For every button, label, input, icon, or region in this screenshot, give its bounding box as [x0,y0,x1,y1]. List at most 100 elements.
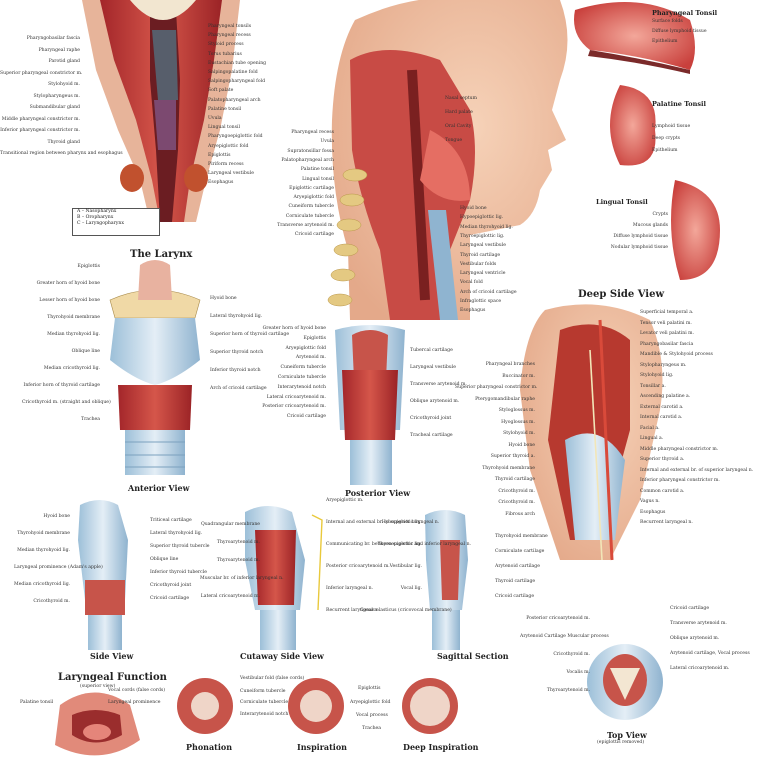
function-labels-label: Vestibular fold (false cords) [240,676,305,681]
side-labels-label: Laryngeal prominence (Adam's apple) [14,565,103,570]
cutaway-right-label: Internal and external br. of superior la… [326,520,440,525]
deep-left-label: Hyoid bone [508,442,535,448]
head-labels-right-label: Vocal fold [460,280,483,286]
tonsil-item: Epithelium [652,148,678,153]
anterior-right-label: Superior horn of thyroid cartilage [210,332,290,337]
deep-left-label: Cricothyroid m. [498,500,535,505]
posterior-left-label: Corniculate tubercle [277,375,326,380]
side-labels-label: Median cricothyroid lig. [14,582,71,587]
anterior-left-label: Greater horn of hyoid bone [36,281,100,286]
deep-left-label: Stylohyoid m. [503,431,535,436]
posterior-pharynx-right-label: Palatopharyngeal arch [208,97,261,103]
anterior-left-label: Median cricothyroid lig. [43,366,100,371]
caption-top-view-sub: (epiglottis removed) [597,740,645,745]
anterior-right-label: Arch of cricoid cartilage [210,386,267,391]
side-labels-label: Cricothyroid m. [33,599,70,604]
function-labels-label: Palatine tonsil [20,700,54,705]
deep-left-label: Superior pharyngeal constrictor m. [455,385,538,390]
deep-right-label: Superior thyroid a. [640,457,685,462]
posterior-left-label: Arytenoid m. [295,355,326,361]
posterior-pharynx-right-label: Pharyngeal recess [208,33,251,39]
anterior-left-label: Median thyrohyoid lig. [47,332,100,337]
caption-anterior-view: Anterior View [128,483,190,493]
deep-right-label: Lingual a. [640,436,664,441]
side-labels-label: Median thyrohyoid lig. [17,548,70,553]
posterior-pharynx-right-label: Aryepiglottic fold [208,143,249,149]
cutaway-right-label: Inferior laryngeal n. [326,586,373,591]
top-right-label: Transverse arytenoid m. [670,621,727,626]
deep-right-label: Stylohyoid lig. [640,373,674,378]
side-labels-right-label: Inferior thyroid tubercle [150,570,207,575]
tonsil-item: Crypts [652,212,668,217]
caption-top-view: Top View [607,730,647,740]
tonsil-item: Diffuse lymphoid tissue [613,234,668,239]
deep-left-label: Pharyngeal branches [485,362,535,367]
head-labels-right-label: Arch of cricoid cartilage [460,289,517,295]
head-labels-left-label: Pharyngeal recess [291,130,334,135]
head-labels-right-label: Esophagus [460,308,486,314]
posterior-pharynx-right-label: Laryngeal vestibule [208,171,254,177]
posterior-pharynx-left-label: Stylohyoid m. [48,82,80,87]
section-title-larynx: The Larynx [130,249,193,260]
anterior-left-label: Cricothyroid m. (straight and oblique) [22,400,111,405]
posterior-left-label: Greater horn of hyoid bone [262,326,326,331]
posterior-left-label: Lateral cricoarytenoid m. [266,394,326,400]
cutaway-left-label: Lateral cricoarytenoid m. [200,594,260,599]
anterior-larynx-illustration [109,260,201,475]
posterior-pharynx-left-label: Pharyngobasilar fascia [26,36,80,41]
top-left-label: Arytenoid Cartilage Muscular process [520,634,609,639]
deep-left-label: Thyrohyoid membrane [482,465,535,471]
sagittal-left-label: Hyoepiglottic lig. [381,520,422,525]
cutaway-right-label: Recurrent laryngeal n. [326,608,379,613]
posterior-pharynx-right-label: Epiglottis [208,152,231,158]
head-labels-right-label: Laryngeal vestibule [460,243,506,249]
section-title-laryngeal-function: Laryngeal Function [58,672,167,683]
posterior-right-label: Cricothyroid joint [410,416,452,421]
caption-deep-inspiration: Deep Inspiration [403,742,479,752]
caption-cutaway-view: Cutaway Side View [240,651,324,661]
posterior-pharynx-right-label: Lingual tonsil [208,125,240,131]
anterior-right-label: Hyoid bone [210,296,237,301]
tonsil-item: Diffuse lymphoid tissue [652,29,707,34]
posterior-right-label: Tracheal cartilage [410,433,453,438]
top-right-label: Arytenoid cartilage, Vocal process [670,651,750,656]
top-right-label: Lateral cricoarytenoid m. [670,666,730,671]
head-labels-right-label: Hypoepiglottic lig. [460,215,504,221]
posterior-pharynx-right-label: Pharyngeal tonsils [208,24,252,29]
head-labels-inner-label: Oral Cavity [445,124,472,129]
head-labels-right-label: Infraglottic space [460,299,502,304]
tonsil-item: Surface folds [652,19,683,24]
legend-item: C – Laryngopharynx [77,221,124,226]
anterior-left-label: Lesser horn of hyoid bone [39,298,100,303]
cutaway-right-label: Communicating br. between superior and i… [326,542,472,547]
posterior-pharynx-right-label: Uvula [208,116,222,121]
deep-right-label: Levator veli palatini m. [640,331,694,336]
sagittal-right-label: Corniculate cartilage [495,549,545,554]
side-labels-right-label: Cricothyroid joint [150,583,192,588]
sagittal-right-label: Arytenoid cartilage [495,564,540,569]
deep-left-label: Hyoglossus m. [501,419,535,425]
posterior-left-label: Aryepiglottic fold [285,345,326,351]
lower-larynx-views [78,500,468,650]
deep-right-label: Common carotid a. [640,488,685,494]
sagittal-right-label: Cricoid cartilage [495,594,535,599]
posterior-pharynx-left-label: Stylopharyngeus m. [33,93,80,99]
section-title-deep-side: Deep Side View [578,289,665,300]
anterior-right-label: Inferior thyroid notch [210,368,261,373]
posterior-pharynx-right-label: Pharyngoepiglottic fold [208,134,263,140]
deep-right-label: Stylopharyngeus m. [640,362,687,368]
tonsil-insets [574,2,720,280]
top-view-illustration [587,644,663,720]
anterior-left-label: Trachea [81,417,100,422]
head-labels-left-label: Transverse arytenoid m. [277,223,334,228]
posterior-pharynx-right-label: Torus tubarius [208,51,242,57]
anterior-left-label: Oblique line [71,349,100,354]
top-right-label: Cricoid cartilage [670,606,710,611]
sagittal-right-label: Thyroid cartilage [495,579,536,584]
head-labels-left-label: Corniculate tubercle [285,213,334,219]
cutaway-right-label: Aryepiglottic m. [326,498,364,503]
head-labels-inner-label: Nasal septum [445,96,477,101]
side-labels-right-label: Superior thyroid tubercle [150,544,210,549]
cutaway-left-label: Quadrangular membrane [200,522,260,527]
